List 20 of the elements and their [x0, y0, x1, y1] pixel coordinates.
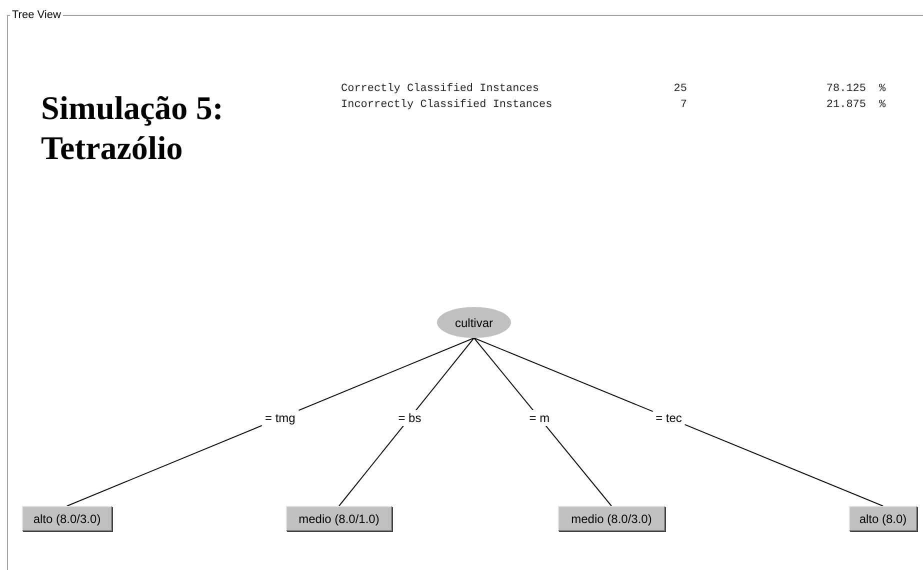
leaf-box: medio (8.0/1.0)	[286, 506, 392, 531]
table-cell: Incorrectly Classified Instances	[341, 99, 552, 112]
leaf-box: alto (8.0/3.0)	[22, 506, 112, 531]
table-cell: Correctly Classified Instances	[341, 83, 540, 96]
leaf-box: medio (8.0/3.0)	[558, 506, 665, 531]
edge-label: = tec	[652, 410, 685, 426]
table-cell: 25	[674, 83, 687, 96]
attribute-ellipse: cultivar	[437, 307, 511, 338]
branch-line	[474, 338, 612, 506]
title: Simulação 5: Tetrazólio	[41, 90, 224, 169]
branch-line	[338, 338, 474, 506]
table-cell: 7	[680, 99, 687, 112]
table-cell: %	[879, 99, 886, 112]
edge-label: = tmg	[262, 410, 298, 426]
table-cell: 21.875	[826, 99, 866, 112]
table-cell: 78.125	[826, 83, 866, 96]
leaf-box: alto (8.0)	[849, 506, 917, 531]
branch-line	[474, 338, 884, 506]
branch-line	[66, 338, 474, 506]
table-cell: %	[879, 83, 886, 96]
